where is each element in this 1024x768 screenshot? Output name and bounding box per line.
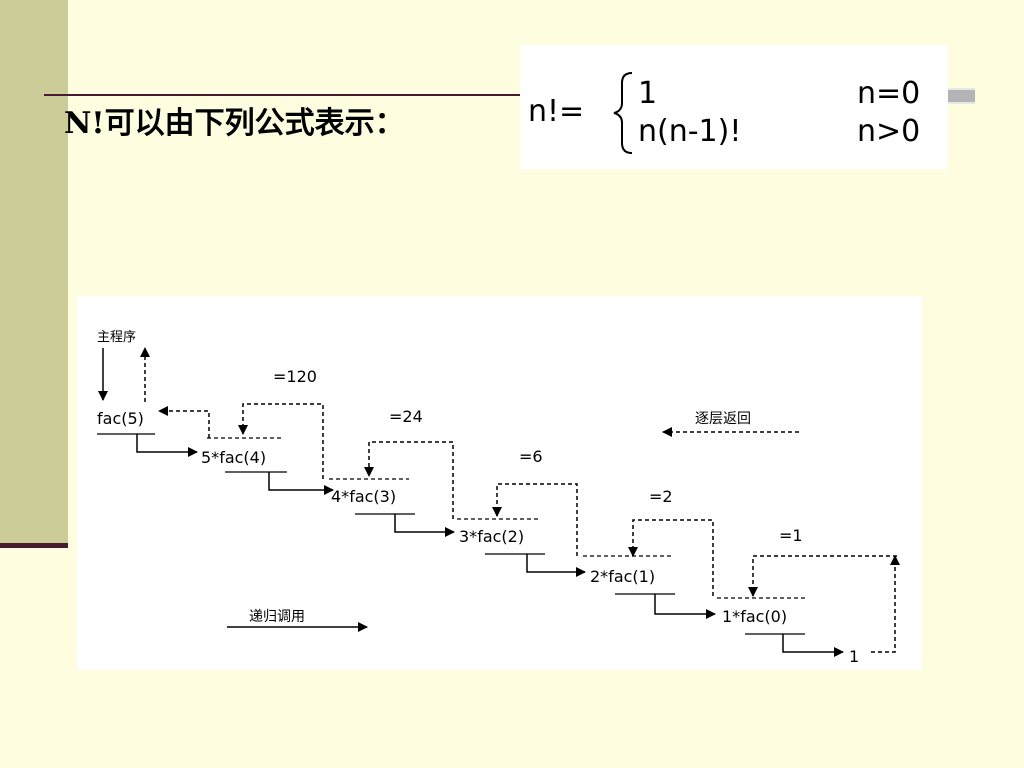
formula-case2-expr: n(n-1)! <box>638 114 741 149</box>
call-arrow-4 <box>654 594 716 619</box>
left-decor-bar <box>0 0 68 545</box>
call-arrow-1 <box>268 472 334 495</box>
return-arrow-5 <box>628 519 714 596</box>
recursion-diagram: 主程序 fac(5) 5*fac(4) 4*fac(3) =120 3*fac(… <box>77 296 922 670</box>
formula-case2-cond: n>0 <box>857 114 920 149</box>
return-arrow-3 <box>364 441 454 519</box>
call-step-5: 1*fac(0) <box>722 607 787 626</box>
return-arrow-6 <box>748 555 897 597</box>
return-value-2: =6 <box>519 447 543 466</box>
call-step-4: 2*fac(1) <box>590 567 655 586</box>
formula-case1-expr: 1 <box>638 76 657 111</box>
left-decor-rule <box>0 543 68 548</box>
return-arrow-1 <box>158 406 210 438</box>
factorial-formula: n!= 1 n=0 n(n-1)! n>0 <box>520 45 948 169</box>
recursive-call-label: 递归调用 <box>249 608 305 625</box>
call-step-3: 3*fac(2) <box>459 527 524 546</box>
final-value: 1 <box>849 647 859 666</box>
formula-case1-cond: n=0 <box>857 76 920 111</box>
return-value-0: =120 <box>273 367 317 386</box>
return-arrow-2 <box>238 403 324 479</box>
right-decor-stub <box>945 88 975 104</box>
slide-title: N!可以由下列公式表示： <box>64 106 405 141</box>
call-arrow-5 <box>782 634 844 657</box>
return-arrow-4 <box>492 483 578 556</box>
call-step-0: fac(5) <box>97 409 144 428</box>
call-step-2: 4*fac(3) <box>331 487 396 506</box>
call-arrow-0 <box>136 434 198 457</box>
call-arrow-2 <box>394 514 455 537</box>
title-rule <box>44 94 526 96</box>
return-layer-label: 逐层返回 <box>695 411 751 427</box>
main-program-label: 主程序 <box>97 330 136 345</box>
return-value-4: =1 <box>779 526 803 545</box>
return-value-3: =2 <box>649 487 673 506</box>
return-value-1: =24 <box>389 407 423 426</box>
formula-brace <box>613 72 633 154</box>
call-arrow-3 <box>526 554 586 577</box>
call-step-1: 5*fac(4) <box>201 448 266 467</box>
return-arrow-final-up <box>871 555 900 653</box>
formula-lhs: n!= <box>528 94 584 129</box>
